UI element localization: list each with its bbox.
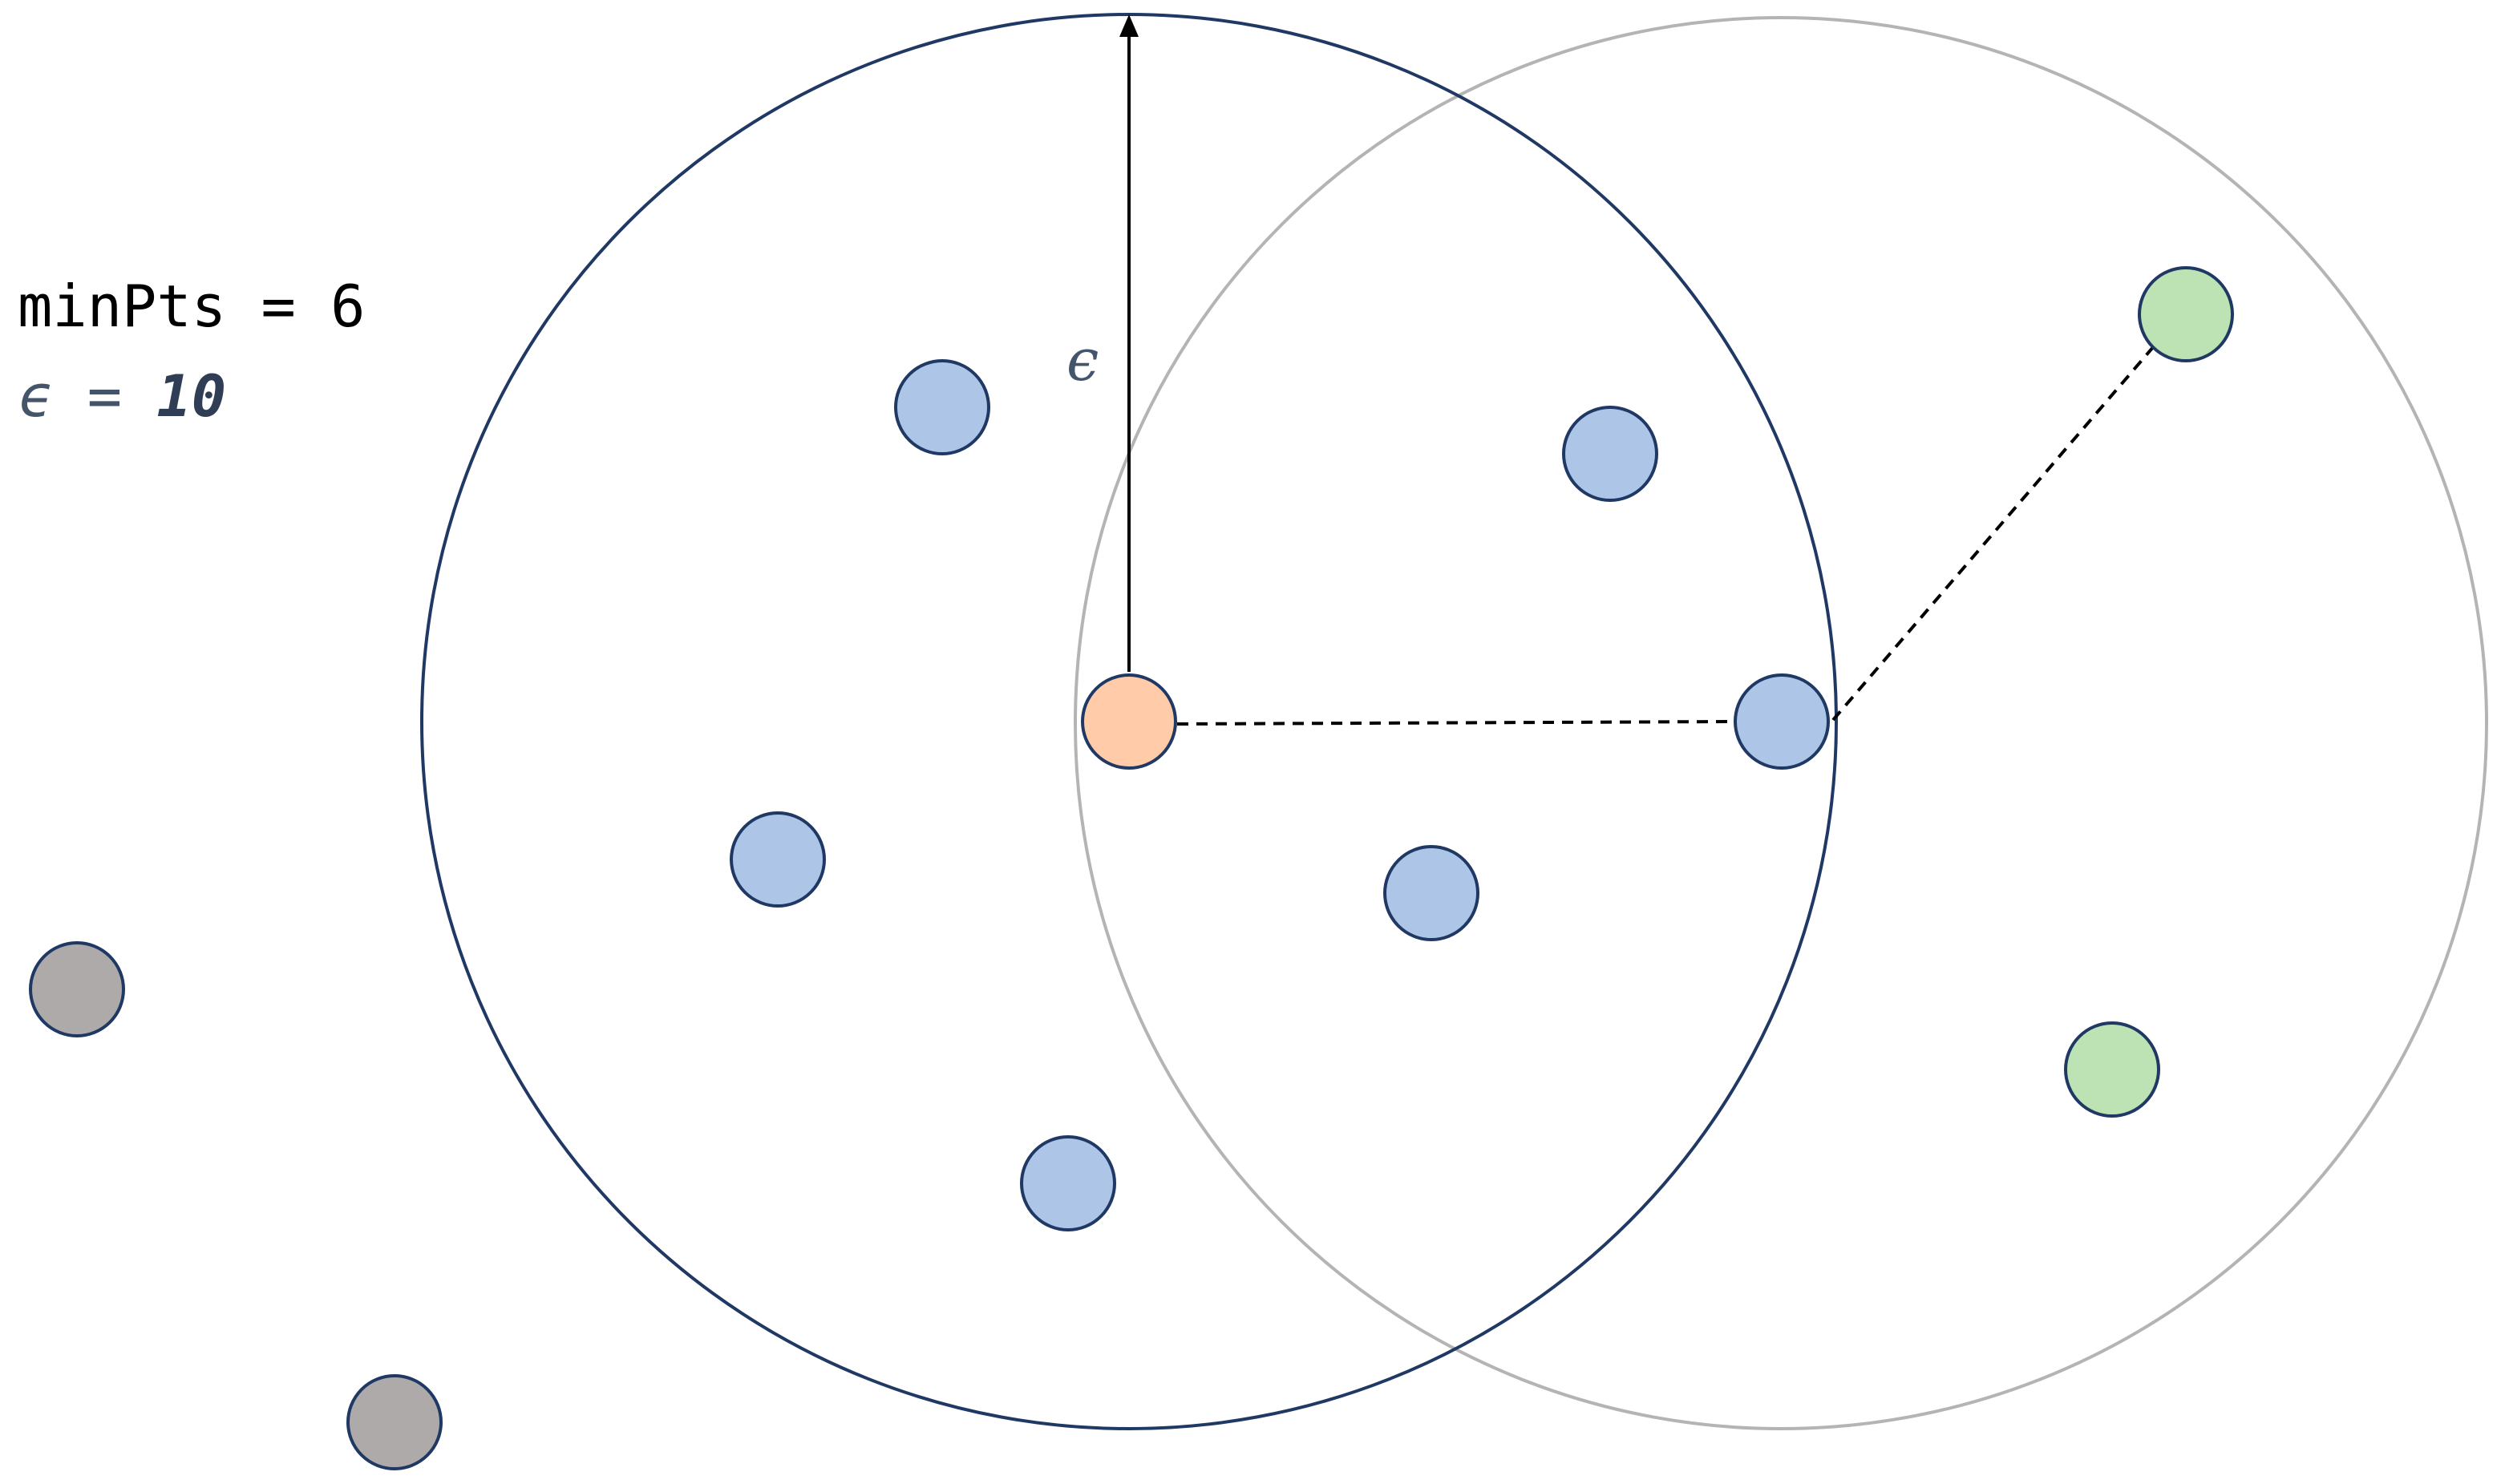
epsilon-symbol: ϵ (18, 362, 53, 430)
reachable-point (2138, 266, 2234, 362)
neighbor-point (894, 359, 990, 455)
border-neighbor-point (1734, 673, 1830, 770)
noise-point (346, 1374, 443, 1470)
radius-arrowhead-icon (1119, 14, 1139, 37)
border-to-reachable-dashed-line (1831, 345, 2155, 722)
neighbor-point (1562, 406, 1658, 502)
radius-epsilon-label: ϵ (1066, 326, 1099, 394)
minpts-value: 6 (330, 273, 366, 340)
neighbor-epsilon-circle (1074, 16, 2488, 1430)
minpts-label: minPts (18, 273, 227, 340)
epsilon-value: 10 (156, 362, 227, 430)
epsilon-equals: = (52, 362, 157, 430)
neighbor-point (730, 811, 826, 908)
neighbor-point (1383, 845, 1479, 941)
neighbor-point (1020, 1135, 1116, 1231)
core-to-border-dashed-line (1176, 720, 1736, 726)
epsilon-parameter: ϵ = 10 (18, 367, 226, 425)
minpts-equals: = (226, 273, 331, 340)
core-point (1081, 673, 1177, 770)
noise-point (29, 941, 125, 1037)
minpts-parameter: minPts = 6 (18, 277, 366, 335)
reachable-point (2064, 1021, 2160, 1118)
